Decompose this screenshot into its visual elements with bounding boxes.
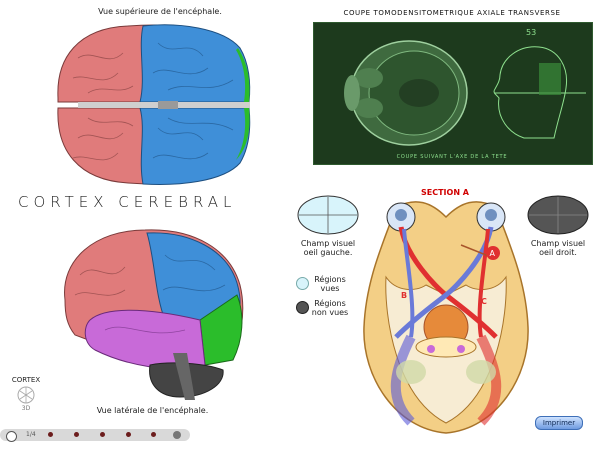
- legend-seen-label: Régions vues: [314, 275, 346, 293]
- right-visual-field-icon: [527, 195, 589, 235]
- left-visual-field-label: Champ visuel oeil gauche.: [300, 239, 356, 257]
- marker-a: A: [490, 249, 496, 258]
- nav-end-icon[interactable]: [173, 431, 181, 439]
- logo-text: CORTEX: [11, 376, 41, 384]
- ct-slice-number: 53: [526, 28, 536, 37]
- home-icon[interactable]: [6, 431, 17, 442]
- legend-unseen-label: Régions non vues: [311, 299, 349, 317]
- brain-lateral-view[interactable]: [55, 225, 250, 403]
- marker-c: C: [481, 297, 487, 306]
- nav-dot-1[interactable]: [48, 432, 53, 437]
- ct-scan-panel[interactable]: 53: [313, 22, 593, 165]
- top-view-caption: Vue supérieure de l'encéphale.: [98, 7, 222, 16]
- marker-b: B: [401, 291, 407, 300]
- section-title: SECTION A: [420, 188, 469, 197]
- lateral-view-caption: Vue latérale de l'encéphale.: [96, 406, 209, 415]
- print-button[interactable]: Imprimer: [535, 416, 583, 430]
- page-title: CORTEX CEREBRAL: [18, 193, 237, 211]
- legend-unseen-icon: [296, 301, 309, 314]
- brain-top-view[interactable]: [48, 18, 256, 190]
- legend-seen-icon: [296, 277, 309, 290]
- nav-dot-5[interactable]: [151, 432, 156, 437]
- logo-subtext: 3D: [21, 405, 31, 412]
- ct-panel-title: COUPE TOMODENSITOMETRIQUE AXIALE TRANSVE…: [343, 9, 561, 17]
- visual-pathway-diagram[interactable]: A B C: [356, 197, 536, 437]
- slide-navigation-bar[interactable]: [0, 429, 190, 441]
- nav-dot-2[interactable]: [74, 432, 79, 437]
- logo-icon: [17, 386, 35, 404]
- nav-dot-4[interactable]: [126, 432, 131, 437]
- page-indicator: 1/4: [26, 431, 36, 438]
- ct-scan-image: 53: [314, 23, 592, 164]
- left-visual-field-icon: [297, 195, 359, 235]
- ct-footer-caption: COUPE SUIVANT L'AXE DE LA TETE: [396, 154, 508, 160]
- nav-dot-3[interactable]: [100, 432, 105, 437]
- right-visual-field-label: Champ visuel oeil droit.: [530, 239, 586, 257]
